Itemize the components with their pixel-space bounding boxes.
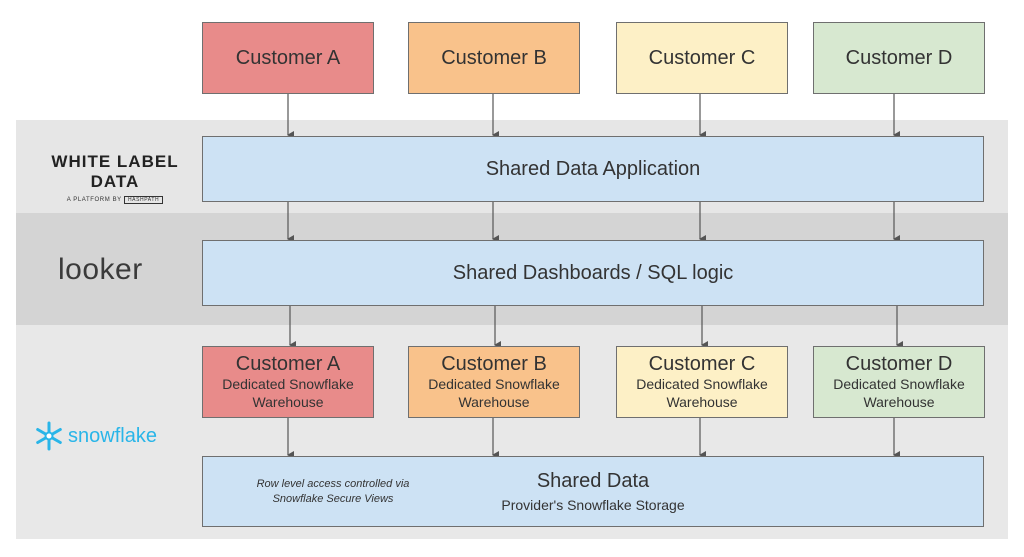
warehouse-line1: Dedicated Snowflake: [222, 376, 354, 392]
platform-by-text: A PLATFORM BY: [66, 197, 122, 203]
warehouse-line2: Warehouse: [666, 394, 738, 410]
note-line: Snowflake Secure Views: [272, 493, 394, 505]
hashpath-badge: HASHPATH: [123, 196, 164, 204]
customer-label: Customer B: [441, 46, 547, 69]
customer-b-box: Customer B: [408, 22, 580, 94]
shared-dashboards-box: Shared Dashboards / SQL logic: [202, 240, 984, 306]
warehouse-line2: Warehouse: [252, 394, 324, 410]
shared-data-box: Row level access controlled via Snowflak…: [202, 456, 984, 527]
warehouse-c-box: Customer C Dedicated Snowflake Warehouse: [616, 346, 788, 418]
shared-data-subtitle: Provider's Snowflake Storage: [501, 496, 685, 513]
snowflake-wordmark: snowflake: [68, 424, 157, 447]
warehouse-title: Customer B: [441, 353, 547, 375]
snowflake-icon: [36, 421, 62, 451]
warehouse-line2: Warehouse: [458, 394, 530, 410]
warehouse-d-box: Customer D Dedicated Snowflake Warehouse: [813, 346, 985, 418]
warehouse-line2: Warehouse: [863, 394, 935, 410]
customer-d-box: Customer D: [813, 22, 985, 94]
white-label-title: WHITE LABEL DATA: [51, 152, 179, 191]
warehouse-b-box: Customer B Dedicated Snowflake Warehouse: [408, 346, 580, 418]
looker-wordmark: looker: [58, 253, 143, 286]
customer-a-box: Customer A: [202, 22, 374, 94]
layer-label: Shared Data Application: [485, 157, 701, 180]
warehouse-line1: Dedicated Snowflake: [636, 376, 768, 392]
customer-c-box: Customer C: [616, 22, 788, 94]
warehouse-line1: Dedicated Snowflake: [833, 376, 965, 392]
layer-label: Shared Dashboards / SQL logic: [452, 261, 734, 284]
customer-label: Customer A: [235, 46, 341, 69]
warehouse-title: Customer C: [648, 353, 756, 375]
warehouse-line1: Dedicated Snowflake: [428, 376, 560, 392]
warehouse-title: Customer D: [845, 353, 953, 375]
shared-data-title: Shared Data: [536, 469, 650, 492]
customer-label: Customer D: [845, 46, 953, 69]
white-label-data-logo: WHITE LABEL DATA A PLATFORM BY HASHPATH: [30, 152, 200, 204]
shared-data-application-box: Shared Data Application: [202, 136, 984, 202]
customer-label: Customer C: [648, 46, 756, 69]
white-label-subtitle: A PLATFORM BY HASHPATH: [30, 196, 200, 204]
snowflake-logo: snowflake: [34, 421, 157, 451]
warehouse-title: Customer A: [235, 353, 341, 375]
row-level-access-note: Row level access controlled via Snowflak…: [243, 477, 423, 507]
looker-logo: looker: [58, 253, 143, 287]
note-line: Row level access controlled via: [256, 478, 410, 490]
warehouse-a-box: Customer A Dedicated Snowflake Warehouse: [202, 346, 374, 418]
